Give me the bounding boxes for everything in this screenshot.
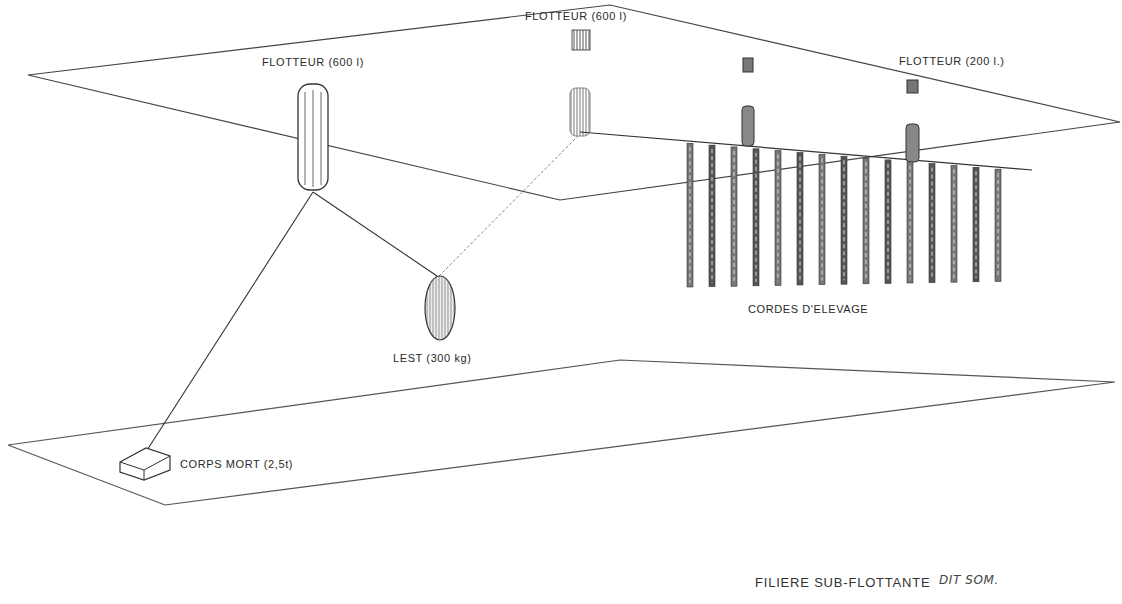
float-left xyxy=(298,84,328,190)
rearing-rope xyxy=(687,143,693,287)
anchor-label: CORPS MORT (2,5t) xyxy=(180,458,293,471)
rearing-rope xyxy=(731,147,737,286)
rope-texture xyxy=(932,168,933,279)
rope-texture xyxy=(998,173,999,277)
rearing-rope xyxy=(885,160,891,284)
float-label: FLOTTEUR (600 l) xyxy=(262,56,364,69)
rope-texture xyxy=(778,155,779,282)
rope-texture xyxy=(976,171,977,278)
rope-texture xyxy=(690,147,691,283)
handwritten-note: DIT SOM. xyxy=(939,574,999,587)
rope-texture xyxy=(954,169,955,278)
rearing-rope xyxy=(951,165,957,282)
rearing-rope xyxy=(841,156,847,284)
mooring-rope xyxy=(142,192,313,458)
ballast-rope xyxy=(313,192,437,276)
rearing-rope xyxy=(929,164,935,283)
float-small xyxy=(742,106,754,146)
rope-texture xyxy=(844,160,845,280)
rope-texture xyxy=(822,158,823,280)
rearing-rope xyxy=(819,154,825,284)
rope-texture xyxy=(910,166,911,279)
rearing-rope xyxy=(753,149,759,286)
rearing-ropes xyxy=(687,143,1001,287)
seabed xyxy=(8,360,1115,505)
rearing-rope xyxy=(995,169,1001,281)
rearing-rope xyxy=(907,162,913,283)
longline xyxy=(580,132,1032,170)
rearing-rope xyxy=(709,145,715,287)
rearing-rope xyxy=(775,151,781,286)
ropes-label: CORDES D'ELEVAGE xyxy=(748,303,868,316)
ballast xyxy=(425,276,455,340)
ballast-label: LEST (300 kg) xyxy=(393,352,472,365)
rope-texture xyxy=(734,151,735,282)
rope-texture xyxy=(756,153,757,282)
float-small xyxy=(906,124,919,162)
float-label: FLOTTEUR (200 l.) xyxy=(899,55,1005,68)
float-small-top xyxy=(743,58,753,72)
float-small-top xyxy=(907,80,918,93)
anchor-block xyxy=(120,448,170,480)
rearing-rope xyxy=(973,167,979,282)
rearing-rope xyxy=(863,158,869,284)
rope-texture xyxy=(712,149,713,283)
float-centre-top xyxy=(572,30,590,50)
rearing-rope xyxy=(797,152,803,285)
ballast-rope-up xyxy=(439,136,578,276)
rope-texture xyxy=(866,162,867,280)
rope-texture xyxy=(888,164,889,280)
float-centre xyxy=(570,88,590,136)
float-label: FLOTTEUR (600 l) xyxy=(525,10,627,23)
rope-texture xyxy=(800,156,801,281)
figure-caption: FILIERE SUB-FLOTTANTE xyxy=(755,576,930,589)
